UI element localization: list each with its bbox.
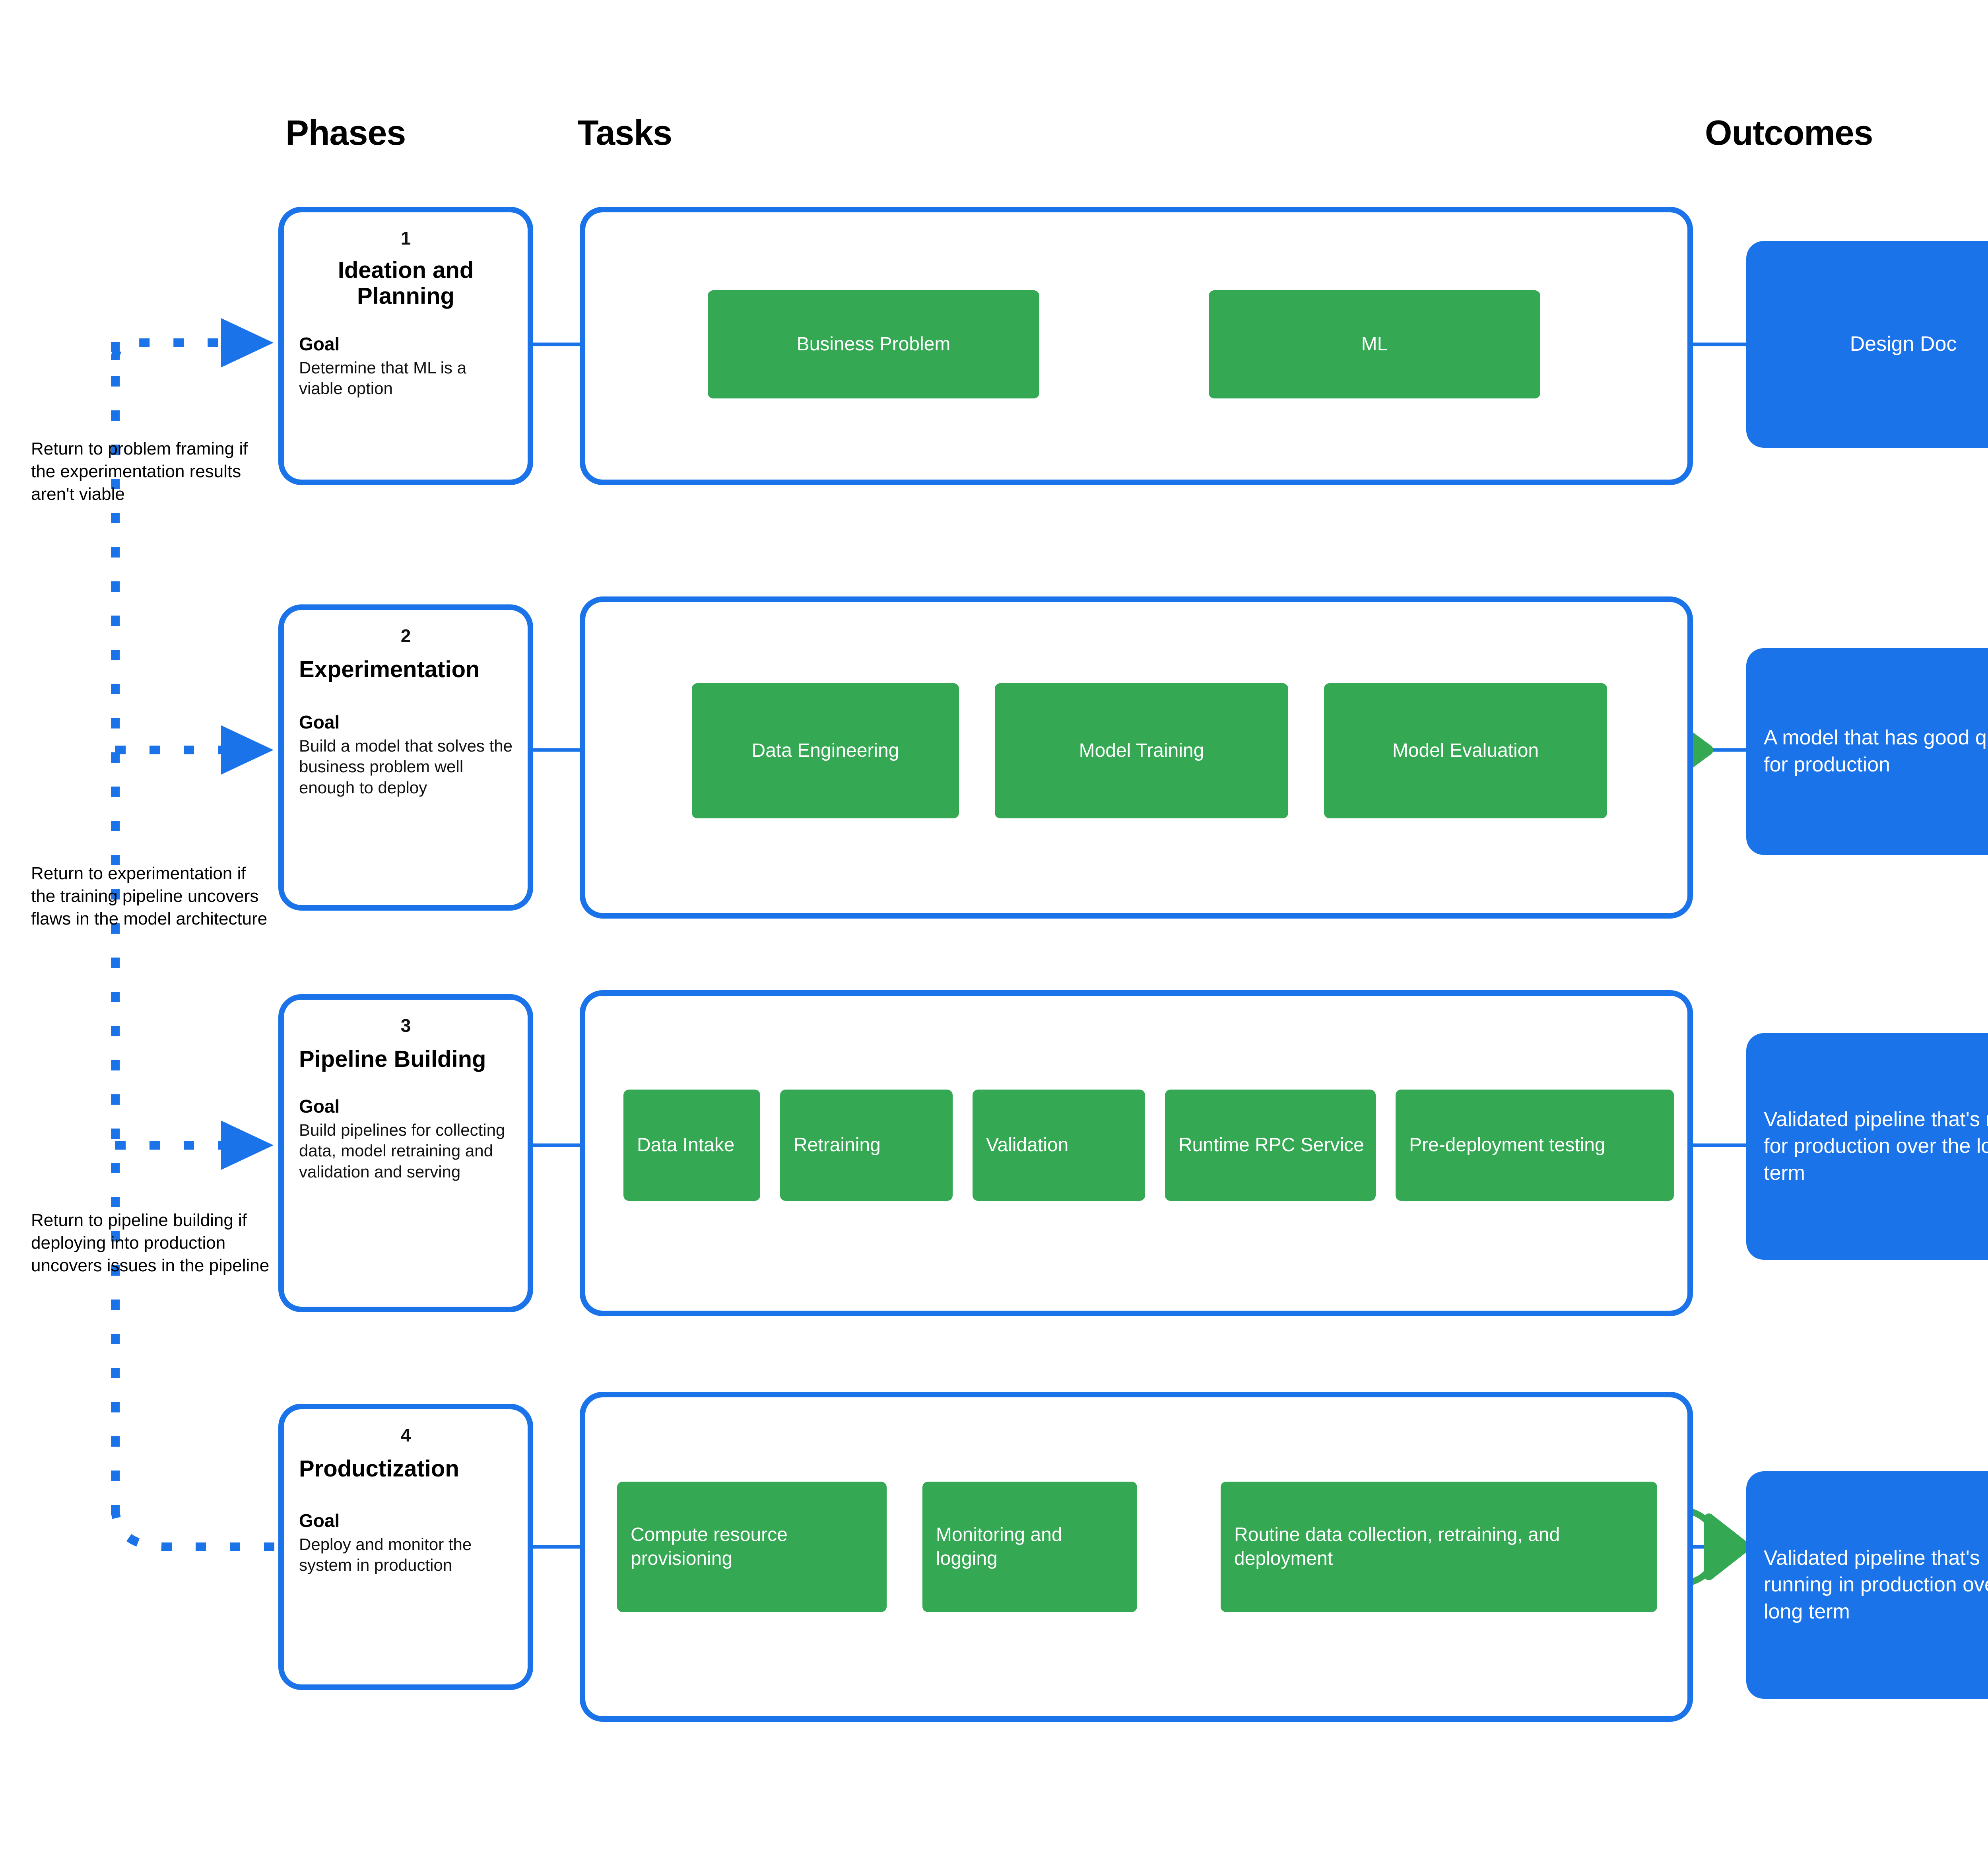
phase-number: 2 <box>400 626 411 646</box>
outcome-box-1[interactable]: Design Doc <box>1746 241 1988 448</box>
return-note-3: Return to pipeline building if deploying… <box>31 1210 270 1276</box>
goal-text: Build a model that solves the business p… <box>299 736 513 797</box>
outcome-box-2[interactable]: A model that has good quality for produc… <box>1746 648 1988 855</box>
task-box[interactable]: Model Training <box>995 683 1288 818</box>
return-note-1: Return to problem framing if the experim… <box>31 439 248 504</box>
goal-text: Determine that ML is a viable option <box>299 358 466 398</box>
phase-card-1[interactable]: 1 Ideation and Planning Goal Determine t… <box>278 207 533 485</box>
return-note-2: Return to experimentation if the trainin… <box>31 864 268 929</box>
goal-label: Goal <box>299 1510 340 1531</box>
task-box[interactable]: Retraining <box>780 1090 953 1201</box>
phase-title: Experimentation <box>299 657 480 682</box>
phase-card-3[interactable]: 3 Pipeline Building Goal Build pipelines… <box>278 994 533 1312</box>
task-box[interactable]: ML <box>1209 290 1540 398</box>
task-box[interactable]: Data Intake <box>623 1090 760 1201</box>
phase-card-2[interactable]: 2 Experimentation Goal Build a model tha… <box>278 604 533 911</box>
task-box[interactable]: Model Evaluation <box>1324 683 1607 818</box>
task-box[interactable]: Pre-deployment testing <box>1396 1090 1674 1201</box>
task-box[interactable]: Runtime RPC Service <box>1165 1090 1376 1201</box>
task-box[interactable]: Monitoring and logging <box>922 1482 1137 1612</box>
goal-label: Goal <box>299 333 340 354</box>
column-header-tasks: Tasks <box>577 113 672 152</box>
column-header-outcomes: Outcomes <box>1705 113 1873 152</box>
goal-label: Goal <box>299 711 340 732</box>
goal-text: Build pipelines for collecting data, mod… <box>299 1120 505 1181</box>
column-header-phases: Phases <box>285 113 406 152</box>
phase-title: Productization <box>299 1456 459 1482</box>
phase-title: Pipeline Building <box>299 1046 486 1072</box>
phase-card-4[interactable]: 4 Productization Goal Deploy and monitor… <box>278 1404 533 1690</box>
task-box[interactable]: Data Engineering <box>692 683 959 818</box>
task-box[interactable]: Routine data collection, retraining, and… <box>1221 1482 1657 1612</box>
task-box[interactable]: Business Problem <box>708 290 1039 398</box>
phase-number: 4 <box>400 1425 411 1445</box>
phase-number: 1 <box>400 228 411 249</box>
task-box[interactable]: Validation <box>973 1090 1145 1201</box>
goal-text: Deploy and monitor the system in product… <box>299 1535 472 1575</box>
outcome-box-3[interactable]: Validated pipeline that's ready for prod… <box>1746 1033 1988 1260</box>
task-box[interactable]: Compute resource provisioning <box>617 1482 887 1612</box>
goal-label: Goal <box>299 1096 340 1117</box>
phase-title: Ideation and Planning <box>338 257 474 309</box>
phase-number: 3 <box>400 1015 411 1036</box>
outcome-box-4[interactable]: Validated pipeline that's running in pro… <box>1746 1471 1988 1699</box>
